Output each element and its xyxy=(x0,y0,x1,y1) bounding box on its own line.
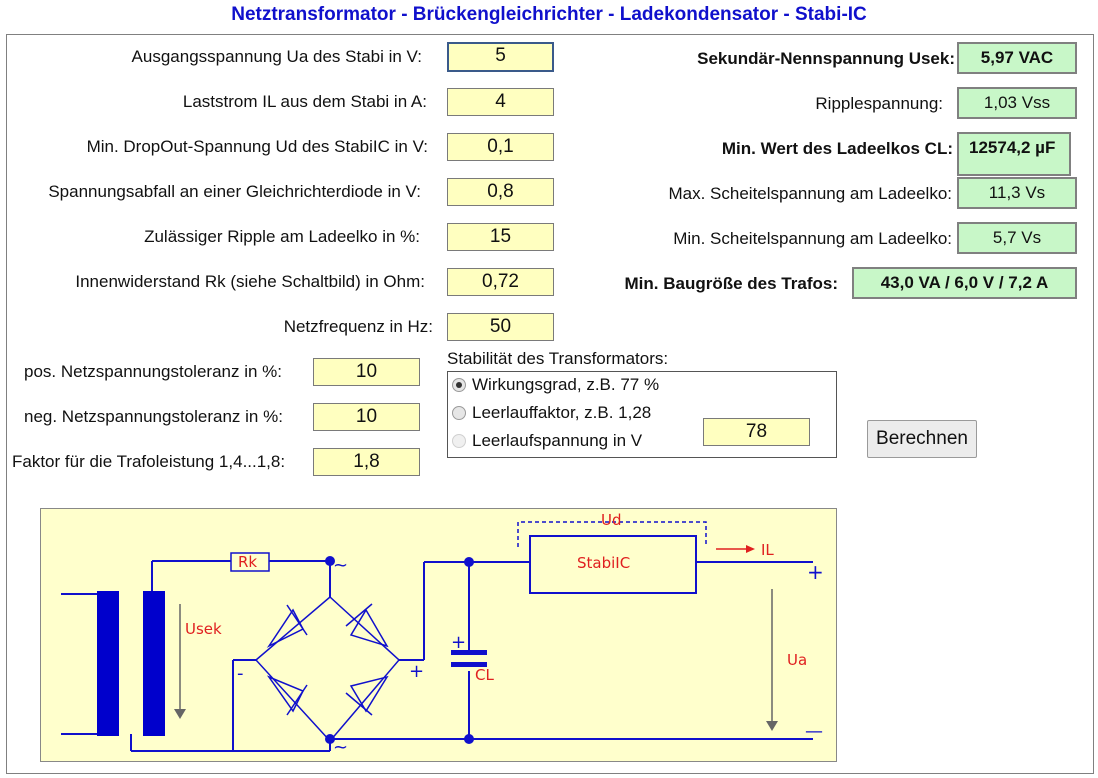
radio-efficiency[interactable]: Wirkungsgrad, z.B. 77 % xyxy=(452,375,659,395)
freq-input[interactable]: 50 xyxy=(447,313,554,341)
radio-idle-voltage-label: Leerlaufspannung in V xyxy=(472,431,643,450)
ua-label: Ausgangsspannung Ua des Stabi in V: xyxy=(131,47,422,66)
schematic-minus-out: — xyxy=(805,721,823,742)
ud-input[interactable]: 0,1 xyxy=(447,133,554,161)
schematic-label-rk: Rk xyxy=(238,553,257,571)
schematic-label-il: IL xyxy=(761,541,774,559)
trafo-output: 43,0 VA / 6,0 V / 7,2 A xyxy=(852,267,1077,299)
vmin-output: 5,7 Vs xyxy=(957,222,1077,254)
tol-pos-input[interactable]: 10 xyxy=(313,358,420,386)
stability-group xyxy=(447,371,837,458)
tol-neg-label: neg. Netzspannungstoleranz in %: xyxy=(24,407,283,426)
schematic-label-ua: Ua xyxy=(787,651,807,669)
rk-label: Innenwiderstand Rk (siehe Schaltbild) in… xyxy=(75,272,425,291)
tol-pos-label: pos. Netzspannungstoleranz in %: xyxy=(24,362,282,381)
calculate-button[interactable]: Berechnen xyxy=(867,420,977,458)
tol-neg-input[interactable]: 10 xyxy=(313,403,420,431)
radio-idle-factor-label: Leerlauffaktor, z.B. 1,28 xyxy=(472,403,652,422)
schematic-plus-out: + xyxy=(807,560,824,584)
ripple-input[interactable]: 15 xyxy=(447,223,554,251)
freq-label: Netzfrequenz in Hz: xyxy=(283,317,433,336)
schematic-ac-bottom: ~ xyxy=(333,737,348,758)
radio-idle-factor[interactable]: Leerlauffaktor, z.B. 1,28 xyxy=(452,403,651,423)
vmin-label: Min. Scheitelspannung am Ladeelko: xyxy=(673,229,952,248)
schematic-drawing: Rk Usek Ud StabiIC IL CL Ua ~ ~ - + + + … xyxy=(61,511,824,758)
rk-input[interactable]: 0,72 xyxy=(447,268,554,296)
radio-unselected-icon xyxy=(452,406,466,420)
page-title: Netztransformator - Brückengleichrichter… xyxy=(231,4,867,25)
stability-value-input[interactable]: 78 xyxy=(703,418,810,446)
schematic-minus-bridge: - xyxy=(237,663,244,684)
usek-output: 5,97 VAC xyxy=(957,42,1077,74)
calculator-panel xyxy=(6,34,1094,774)
radio-idle-voltage[interactable]: Leerlaufspannung in V xyxy=(452,431,642,451)
schematic-ac-top: ~ xyxy=(333,555,348,576)
usek-label: Sekundär-Nennspannung Usek: xyxy=(697,49,955,68)
schematic-label-cl: CL xyxy=(475,666,494,684)
ripple-label: Zulässiger Ripple am Ladeelko in %: xyxy=(144,227,420,246)
circuit-schematic: Rk Usek Ud StabiIC IL CL Ua ~ ~ - + + + … xyxy=(40,508,837,762)
vmax-output: 11,3 Vs xyxy=(957,177,1077,209)
trafo-label: Min. Baugröße des Trafos: xyxy=(624,274,838,293)
schematic-plus-cap: + xyxy=(451,632,466,653)
ripple-voltage-output: 1,03 Vss xyxy=(957,87,1077,119)
schematic-label-usek: Usek xyxy=(185,620,222,638)
ua-input[interactable]: 5 xyxy=(447,42,554,72)
ripple-voltage-label: Ripplespannung: xyxy=(815,94,943,113)
diode-input[interactable]: 0,8 xyxy=(447,178,554,206)
schematic-label-ud: Ud xyxy=(601,511,622,529)
radio-unselected-icon xyxy=(452,434,466,448)
ud-label: Min. DropOut-Spannung Ud des StabiIC in … xyxy=(86,137,428,156)
il-input[interactable]: 4 xyxy=(447,88,554,116)
radio-selected-icon xyxy=(452,378,466,392)
radio-efficiency-label: Wirkungsgrad, z.B. 77 % xyxy=(472,375,660,394)
vmax-label: Max. Scheitelspannung am Ladeelko: xyxy=(668,184,952,203)
schematic-label-stabi: StabiIC xyxy=(577,554,630,572)
cl-label: Min. Wert des Ladeelkos CL: xyxy=(721,139,953,158)
cl-output: 12574,2 µF xyxy=(957,132,1071,176)
factor-label: Faktor für die Trafoleistung 1,4...1,8: xyxy=(12,452,286,471)
factor-input[interactable]: 1,8 xyxy=(313,448,420,476)
il-label: Laststrom IL aus dem Stabi in A: xyxy=(182,92,427,111)
stability-group-label: Stabilität des Transformators: xyxy=(447,349,669,368)
schematic-plus-bridge: + xyxy=(409,661,424,682)
diode-label: Spannungsabfall an einer Gleichrichterdi… xyxy=(48,182,421,201)
